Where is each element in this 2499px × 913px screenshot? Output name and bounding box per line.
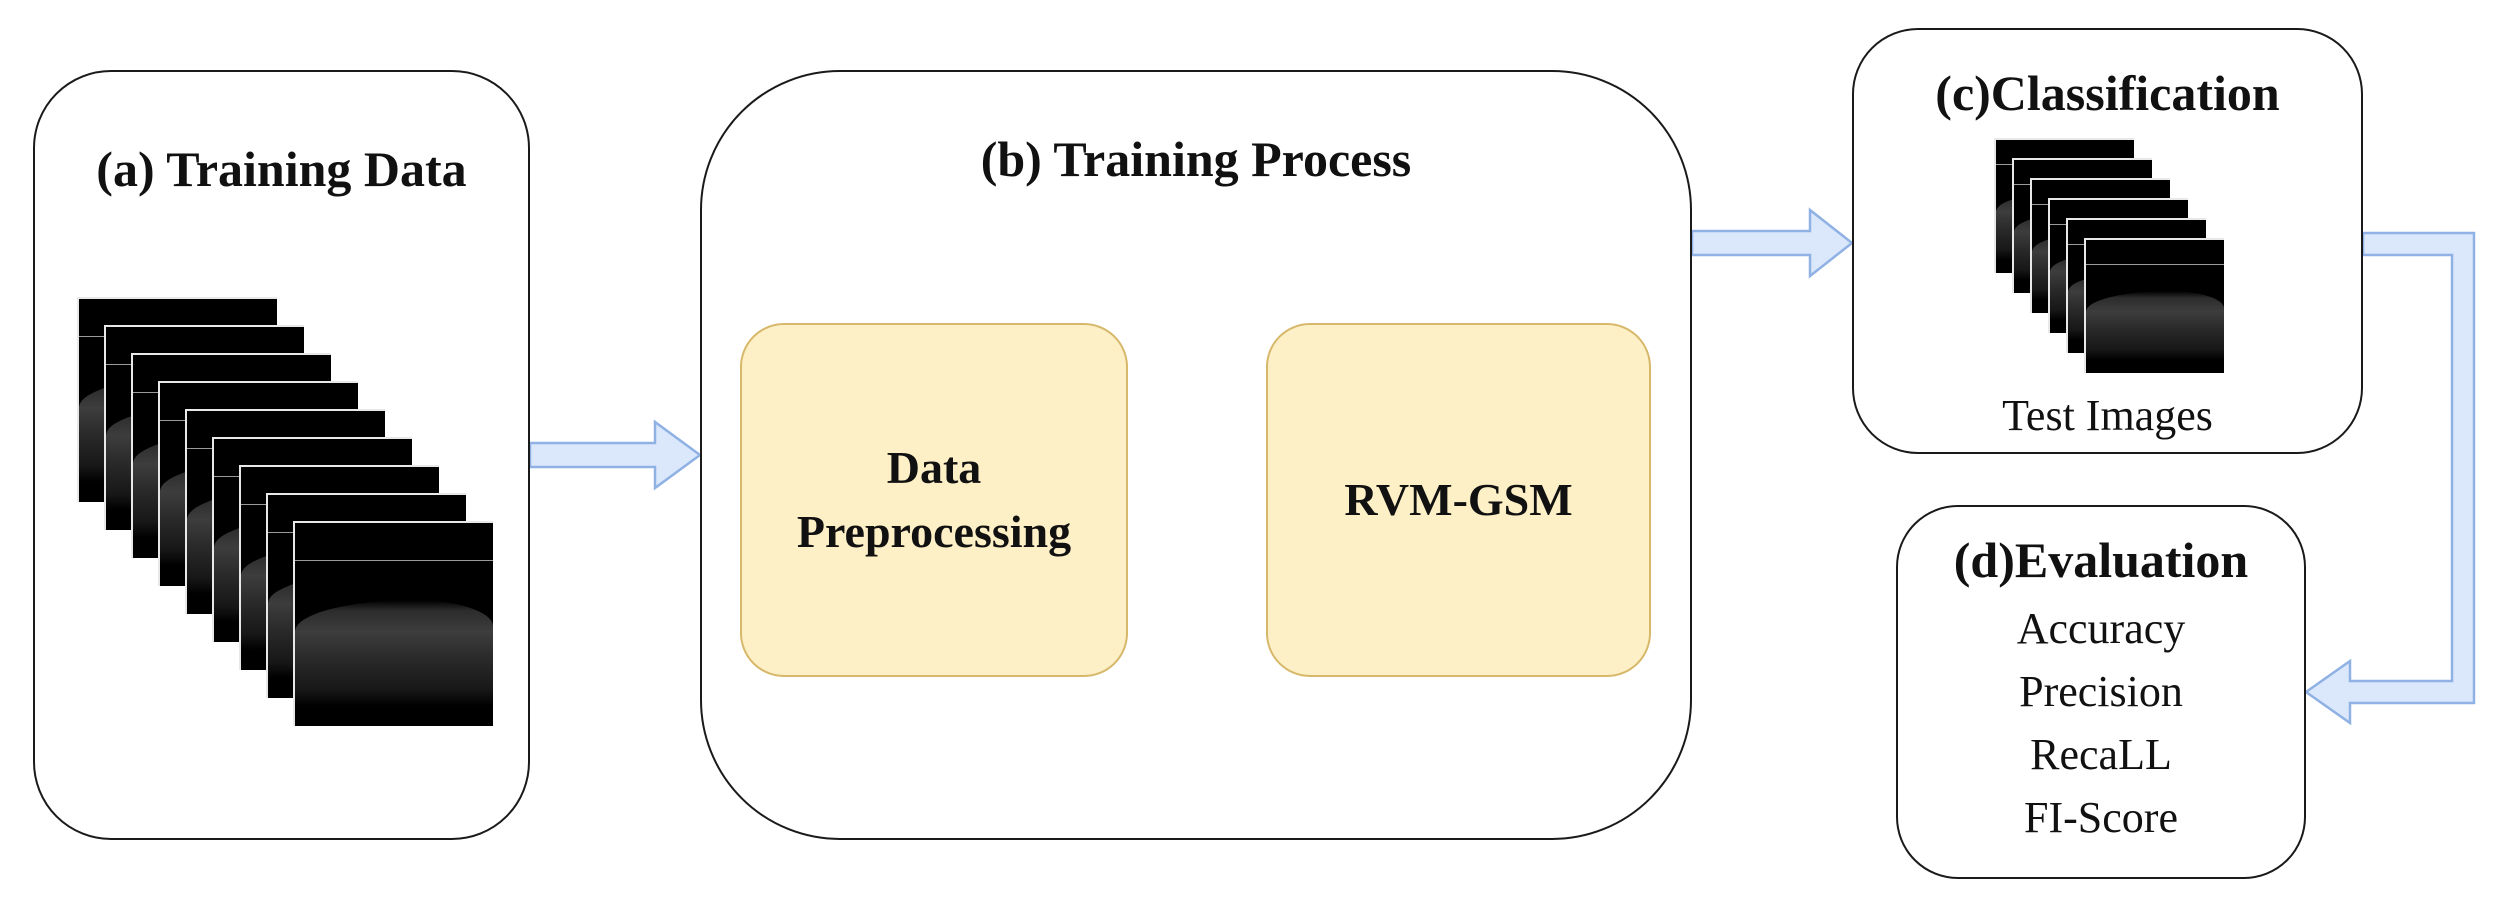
panel-evaluation: (d)Evaluation Accuracy Precision RecaLL … [1896, 505, 2306, 879]
training-data-title: (a) Training Data [96, 141, 467, 197]
arrow-a-to-b [528, 419, 703, 491]
metric-f1-score: FI-Score [2024, 793, 2178, 842]
rvm-gsm-label: RVM-GSM [1344, 473, 1573, 525]
arrow-c-to-d [2303, 231, 2476, 726]
training-process-title: (b) Training Process [980, 131, 1412, 187]
data-preprocessing-box: Data Preprocessing [740, 323, 1128, 677]
data-preprocessing-label-line1: Data [886, 441, 982, 493]
test-image-stack [1994, 138, 2244, 383]
classification-title: (c)Classification [1935, 65, 2280, 121]
rvm-gsm-box: RVM-GSM [1266, 323, 1651, 677]
metric-precision: Precision [2019, 667, 2183, 716]
test-images-caption: Test Images [2002, 391, 2213, 440]
metric-recall: RecaLL [2030, 730, 2172, 779]
training-image-stack [77, 297, 497, 757]
evaluation-title: (d)Evaluation [1953, 532, 2249, 588]
panel-classification: (c)Classification Test Images [1852, 28, 2363, 454]
data-preprocessing-label-line2: Preprocessing [796, 506, 1072, 557]
panel-training-data: (a) Training Data [33, 70, 530, 840]
oct-scan-image [2084, 238, 2224, 373]
metric-accuracy: Accuracy [2016, 604, 2186, 653]
arrow-b-to-c [1690, 207, 1855, 279]
oct-scan-image [293, 521, 493, 726]
